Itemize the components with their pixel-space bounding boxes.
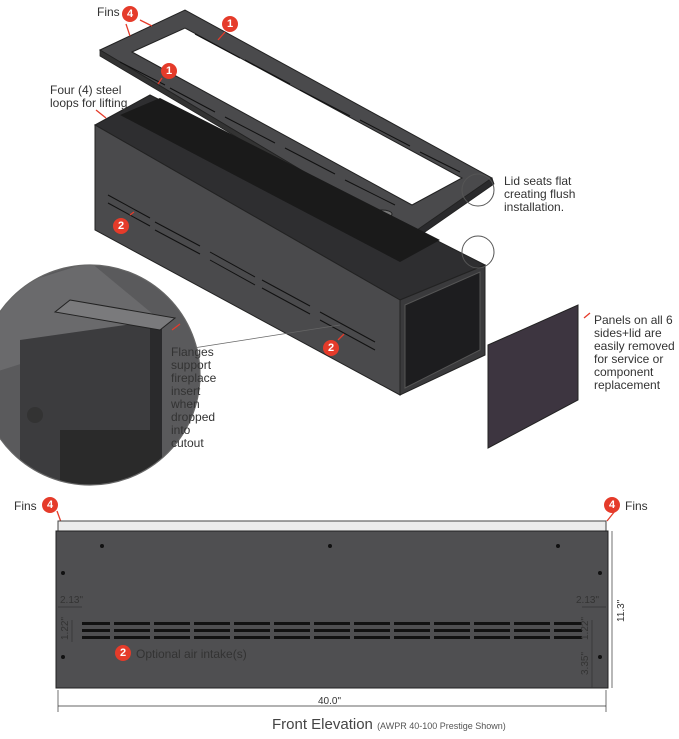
dim-total-height: 11.3" (616, 599, 627, 622)
lid-detail-circle (461, 173, 495, 207)
badge-vent-front: 2 (323, 340, 339, 356)
label-fins-top: Fins (97, 5, 120, 19)
dim-left-offset: 2.13" (60, 595, 84, 606)
label-lifting-loops: Four (4) steel loops for lifting (50, 83, 128, 110)
badge-lid-vent-2: 1 (161, 63, 177, 79)
dim-right-offset: 2.13" (576, 595, 600, 606)
front-elevation (55, 520, 613, 712)
label-flanges: Flanges support fireplace insert when dr… (171, 345, 217, 450)
dim-bottom-offset: 3.35" (580, 651, 591, 675)
badge-fins-right: 4 (604, 497, 620, 513)
badge-vent-left: 2 (113, 218, 129, 234)
caption-subtitle: (AWPR 40-100 Prestige Shown) (377, 721, 506, 731)
dim-total-width: 40.0" (318, 696, 342, 707)
badge-air-intake: 2 (115, 645, 131, 661)
label-lid: Lid seats flat creating flush installati… (504, 174, 576, 214)
removable-panel (487, 304, 579, 449)
label-fins-right: Fins (625, 499, 648, 513)
caption: Front Elevation (AWPR 40-100 Prestige Sh… (272, 716, 506, 733)
label-panels: Panels on all 6 sides+lid are easily rem… (594, 313, 675, 392)
label-fins-left: Fins (14, 499, 37, 513)
firebox (93, 94, 487, 396)
badge-fins-top: 4 (122, 6, 138, 22)
dim-left-height: 1.22" (60, 616, 71, 640)
label-air-intake: Optional air intake(s) (136, 647, 247, 661)
caption-title: Front Elevation (272, 716, 373, 733)
badge-lid-vent-1: 1 (222, 16, 238, 32)
panel-detail-circle (461, 235, 495, 269)
badge-fins-left: 4 (42, 497, 58, 513)
flange-magnified-detail (0, 264, 201, 486)
dim-right-height: 1.22" (580, 616, 591, 640)
